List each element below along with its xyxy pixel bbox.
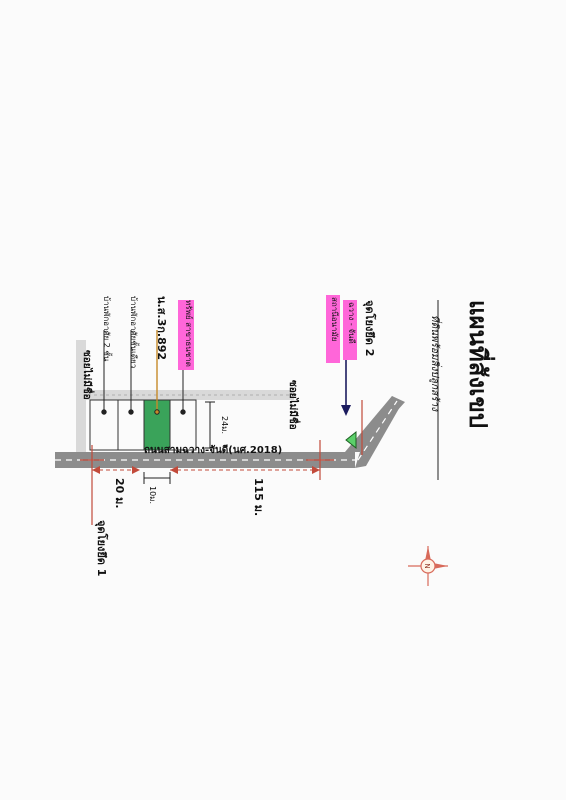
highlight-plot-label	[178, 300, 194, 370]
label-hand-a: สถานีอนามัย	[330, 297, 339, 341]
page-subtitle: ที่ดินพร้อมสิ่งปลูกสร้าง	[429, 315, 443, 412]
svg-text:N: N	[423, 563, 431, 568]
dim-10-label: 10ม.	[148, 486, 157, 504]
label-plot-highlight: ทรัพย์ สาขาธนชาต	[184, 300, 194, 367]
dimension-115: 115 ม.	[170, 466, 320, 516]
label-soi-left: ซอยไม่มีชื่อ	[81, 350, 95, 400]
page-title: แผนที่สังเขป	[464, 300, 496, 428]
dimension-24: 24ม.	[205, 401, 229, 449]
arrow-icon	[341, 355, 351, 416]
soi-top-road	[76, 390, 294, 400]
ref-point-1-mark	[80, 445, 104, 525]
dim-20-label: 20 ม.	[113, 478, 126, 509]
label-title-deed: น.ส.3ก.892	[155, 296, 168, 360]
dim-24-label: 24ม.	[220, 416, 229, 434]
highlight-hand-b	[343, 300, 357, 360]
main-road	[55, 396, 405, 468]
plots	[89, 399, 197, 451]
dim-115-label: 115 ม.	[252, 478, 265, 516]
label-ref-point-1: จุดโยงยึด 1	[94, 520, 109, 576]
dimension-20: 20 ม.	[92, 466, 140, 509]
label-house-right: บ้านพักอาศัยชั้นเดียว	[129, 296, 140, 368]
label-house-left: บ้านพักอาศัย 2 ชั้น	[102, 296, 113, 362]
label-soi-top: ซอยไม่มีชื่อ	[287, 380, 301, 430]
compass-icon: N	[408, 546, 448, 586]
label-ref-point-2: จุดโยงยึด 2	[362, 300, 377, 356]
dimension-10: 10ม.	[143, 472, 171, 504]
highlight-hand-a	[326, 295, 340, 363]
label-hand-b: ฉวาง - จันดี	[347, 302, 356, 344]
triangle-landmark-icon	[345, 430, 357, 450]
label-main-road: ถนนสามฉวาง-จันดี(นศ.2018)	[144, 444, 282, 456]
ref-point-2-mark	[306, 400, 363, 480]
soi-left-road	[76, 340, 86, 452]
